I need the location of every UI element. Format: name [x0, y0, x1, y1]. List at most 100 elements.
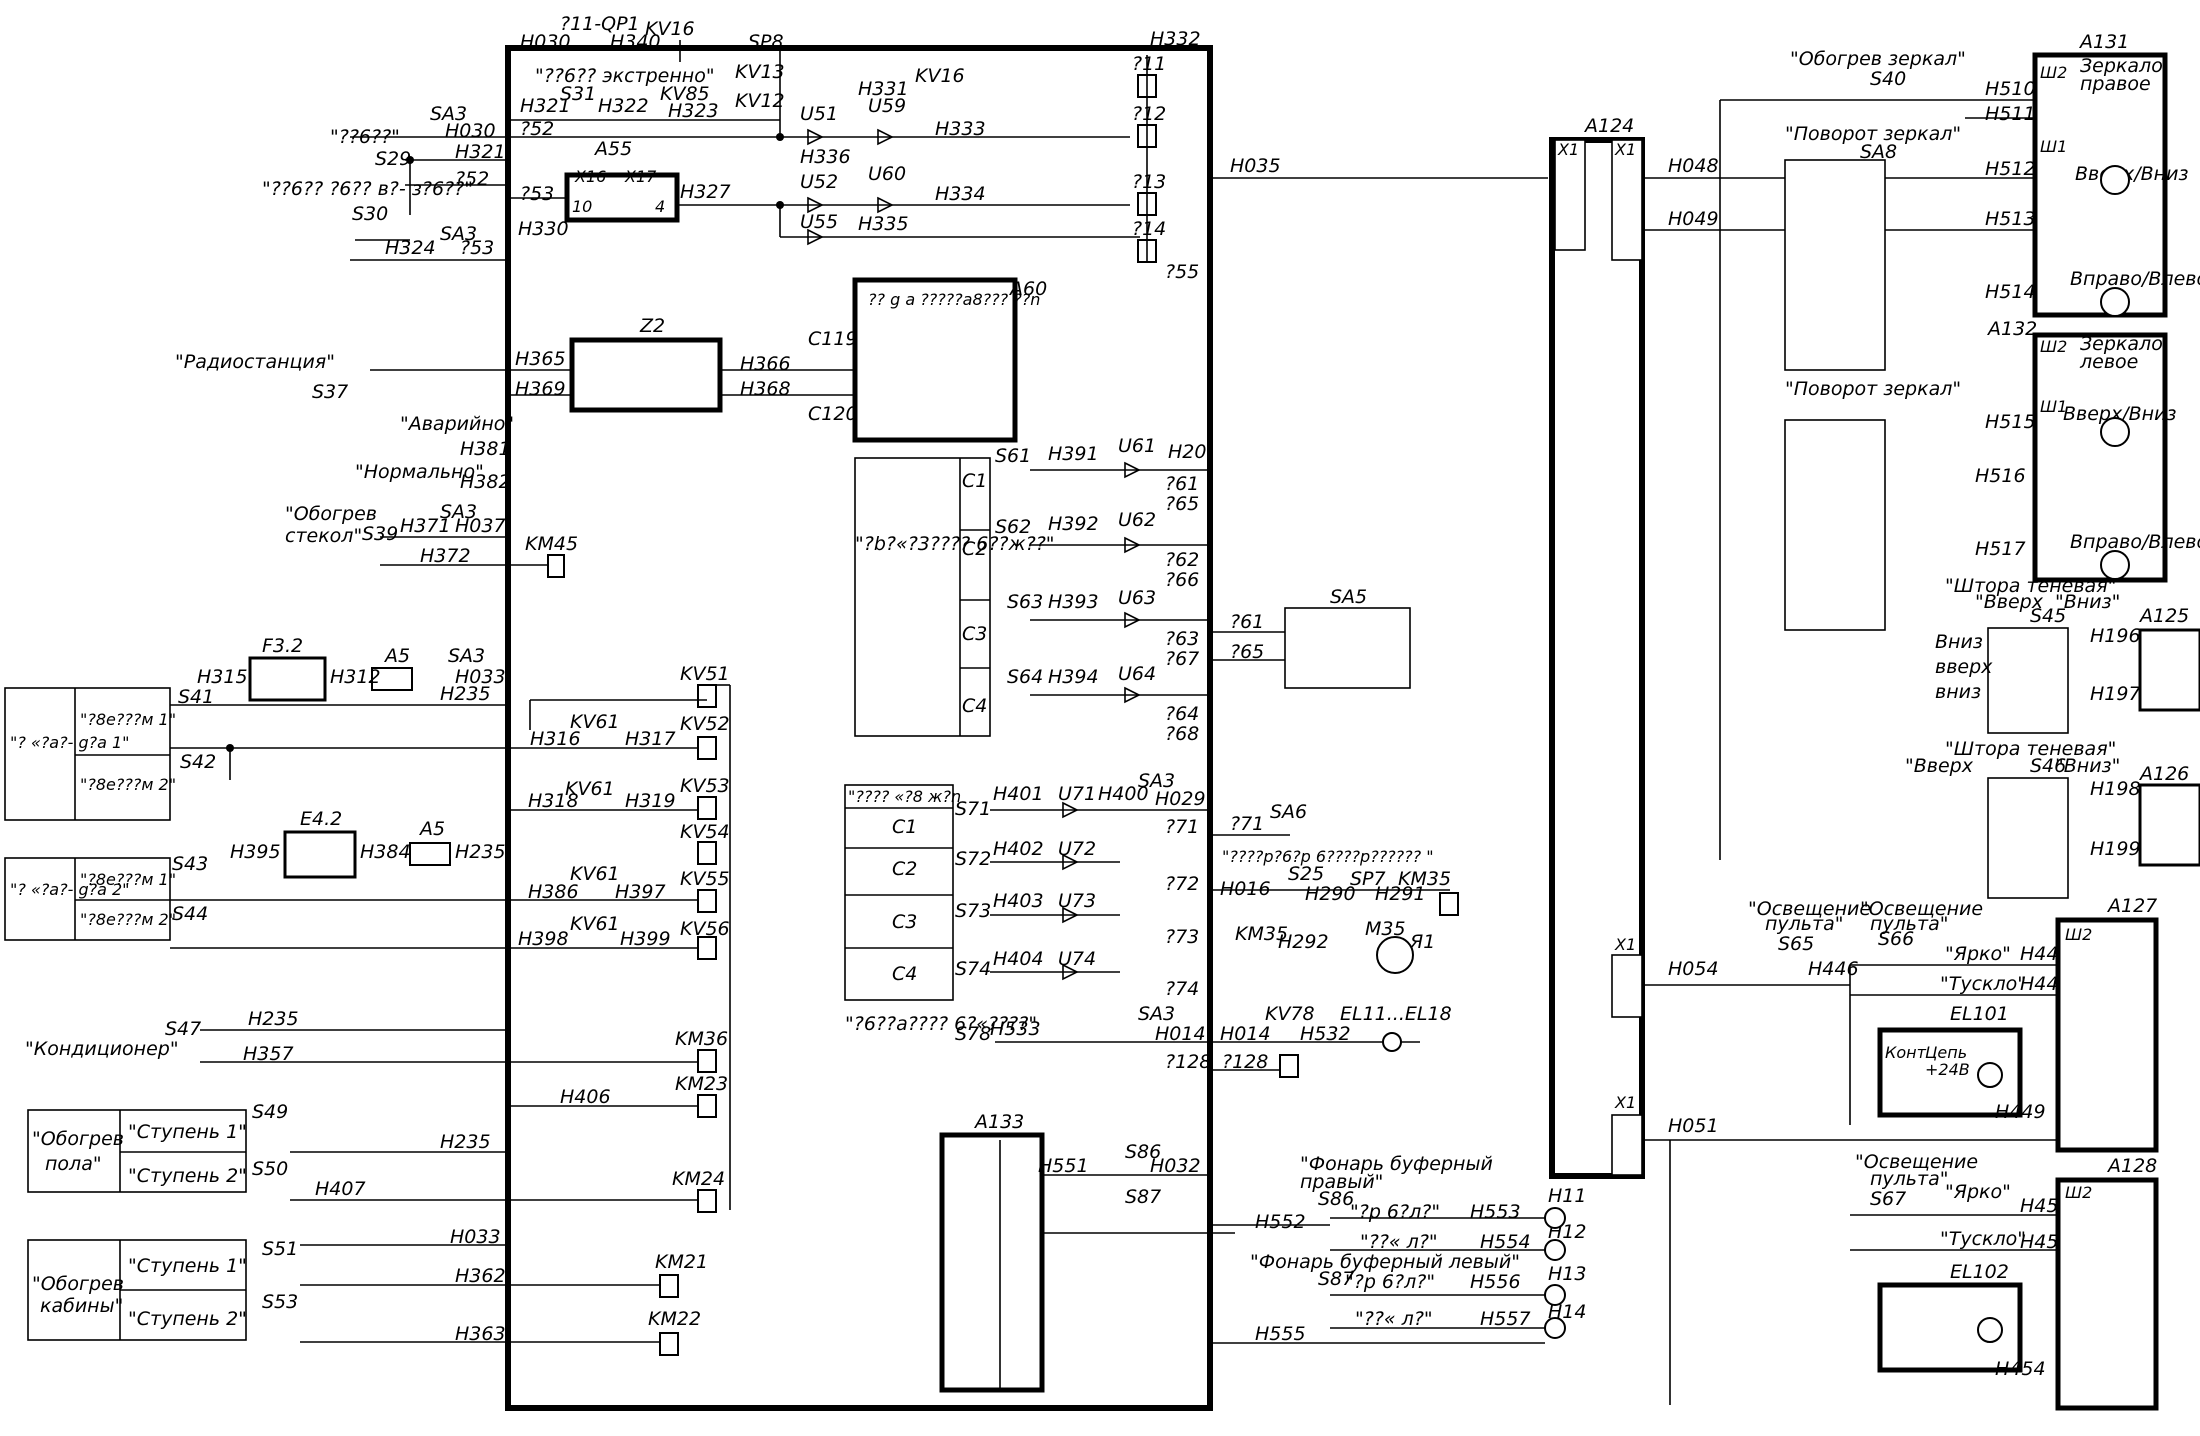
- label-u59: U59: [868, 95, 906, 117]
- buffer-lamps: "Фонарь буферный правый" "Фонарь буферны…: [1210, 1153, 1586, 1345]
- label-s62n: ?62: [1165, 549, 1199, 571]
- label-panellight1: "Освещение: [1748, 898, 1871, 920]
- label-n323: H323: [668, 100, 719, 122]
- label-a5a: A5: [383, 645, 410, 667]
- label-qp1: ?11-QP1: [560, 13, 640, 35]
- label-n334: H334: [935, 183, 986, 205]
- label-x1c: X1: [1614, 935, 1636, 954]
- label-n556: H556: [1470, 1271, 1521, 1293]
- label-n051: H051: [1668, 1115, 1719, 1137]
- label-s74: S74: [955, 958, 991, 980]
- label-n324: H324: [385, 237, 436, 259]
- label-z2: Z2: [639, 315, 665, 337]
- label-mirror_l2: левое: [2079, 351, 2138, 373]
- label-s49: S49: [252, 1101, 288, 1123]
- label-s72: S72: [955, 848, 991, 870]
- label-a55: A55: [593, 138, 632, 160]
- label-kv78: KV78: [1265, 1003, 1315, 1025]
- label-floor1: "Обогрев: [32, 1128, 124, 1150]
- label-s44: S44: [172, 903, 208, 925]
- label-s128b: ?128: [1222, 1051, 1268, 1073]
- label-s13: ?13: [1132, 171, 1166, 193]
- label-mirror_l1: Зеркало: [2080, 333, 2163, 355]
- label-x17: X17: [624, 167, 657, 186]
- label-s64n: ?64: [1165, 703, 1199, 725]
- label-n340: H340: [610, 31, 661, 53]
- label-s14: ?14: [1132, 218, 1166, 240]
- label-h13: H13: [1548, 1263, 1586, 1285]
- label-s67: S67: [1870, 1188, 1906, 1210]
- label-n336: H336: [800, 146, 851, 168]
- label-dim2: "Тускло": [1940, 1228, 2026, 1250]
- label-n312: H312: [330, 666, 381, 688]
- label-a5b: A5: [418, 818, 445, 840]
- label-tc3: C3: [892, 911, 917, 933]
- diode-group: U51 U52 U55 U59 U60 H331 H336 H333 H334 …: [776, 50, 1140, 246]
- label-n316: H316: [530, 728, 581, 750]
- label-sh2a: Ш2: [2040, 63, 2067, 82]
- mirror-section: "Обогрев зеркал" S40 H510 H511 A131 Зерк…: [1719, 31, 2200, 860]
- label-c4: C4: [962, 695, 987, 717]
- label-n400: H400: [1098, 783, 1149, 805]
- label-u72: U72: [1058, 838, 1096, 860]
- label-n016: H016: [1220, 878, 1271, 900]
- label-m35: M35: [1365, 918, 1406, 940]
- label-n049: H049: [1668, 208, 1719, 230]
- shade-section: "Штора теневая" "Вверх "Вниз" S45 A125 H…: [1905, 575, 2200, 899]
- label-glassheat1: "Обогрев: [285, 503, 377, 525]
- label-kv61c: KV61: [570, 863, 620, 885]
- label-s87b: S87: [1318, 1268, 1354, 1290]
- label-s65n: ?65: [1165, 493, 1199, 515]
- label-n551: H551: [1038, 1155, 1089, 1177]
- label-s64: S64: [1007, 666, 1043, 688]
- label-s55: ?55: [1165, 261, 1199, 283]
- floor-heating: H406 KM23 "Обогрев пола" "Ступень 1" "Ст…: [27, 1073, 728, 1213]
- label-sa8: SA8: [1860, 141, 1897, 163]
- label-mirror_r1: Зеркало: [2080, 55, 2163, 77]
- glass-heating: "Обогрев стекол" S39 SA3 H371 H037 H372 …: [285, 501, 578, 578]
- label-a125: A125: [2138, 605, 2189, 627]
- label-n198: H198: [2090, 778, 2141, 800]
- label-n392: H392: [1048, 513, 1099, 535]
- label-n513: H513: [1985, 208, 2036, 230]
- label-sa5: SA5: [1330, 586, 1367, 608]
- label-sh2d: Ш2: [2065, 1183, 2092, 1202]
- sa6-motor-area: SA6 ?71 "????p?6?p 6????p?????? " H016 S…: [1210, 801, 1459, 974]
- label-updown2: Вверх/Вниз: [2063, 403, 2177, 425]
- label-kv56: KV56: [680, 918, 730, 940]
- label-tc1: C1: [892, 816, 917, 838]
- label-sa6a: ?71: [1230, 813, 1264, 835]
- label-n033b: H033: [450, 1226, 501, 1248]
- label-kv13: KV13: [735, 61, 785, 83]
- label-n398: H398: [518, 928, 569, 950]
- label-a131: A131: [2078, 31, 2129, 53]
- label-n368: H368: [740, 378, 791, 400]
- label-el: EL11...EL18: [1340, 1003, 1452, 1025]
- label-sw_vniz2: вниз: [1935, 681, 1981, 703]
- label-sa3b: SA3: [440, 223, 477, 245]
- label-n399: H399: [620, 928, 671, 950]
- label-n532: H532: [1300, 1023, 1351, 1045]
- label-c3: C3: [962, 623, 987, 645]
- label-down1: "Вниз": [2055, 591, 2120, 613]
- label-v24: +24В: [1925, 1060, 1970, 1079]
- label-n331: H331: [858, 78, 909, 100]
- label-n327: H327: [680, 181, 731, 203]
- radio-section: Z2 H365 H369 H366 H368 C119 C120 A60 ?? …: [175, 277, 1047, 493]
- label-s62: S62: [995, 516, 1031, 538]
- label-c2: C2: [962, 538, 987, 560]
- label-n054: H054: [1668, 958, 1719, 980]
- label-n555: H555: [1255, 1323, 1306, 1345]
- label-up2: "Вверх: [1905, 755, 1974, 777]
- label-step2b: "?8e???м 2": [80, 910, 176, 929]
- label-cond: "Кондиционер": [25, 1038, 179, 1060]
- label-tc4: C4: [892, 963, 917, 985]
- label-n035: H035: [1230, 155, 1281, 177]
- label-contact: Конт: [1885, 1043, 1927, 1062]
- label-kv52: KV52: [680, 713, 730, 735]
- label-n333: H333: [935, 118, 986, 140]
- label-n395: H395: [230, 841, 281, 863]
- label-normal: "Нормально": [355, 461, 484, 483]
